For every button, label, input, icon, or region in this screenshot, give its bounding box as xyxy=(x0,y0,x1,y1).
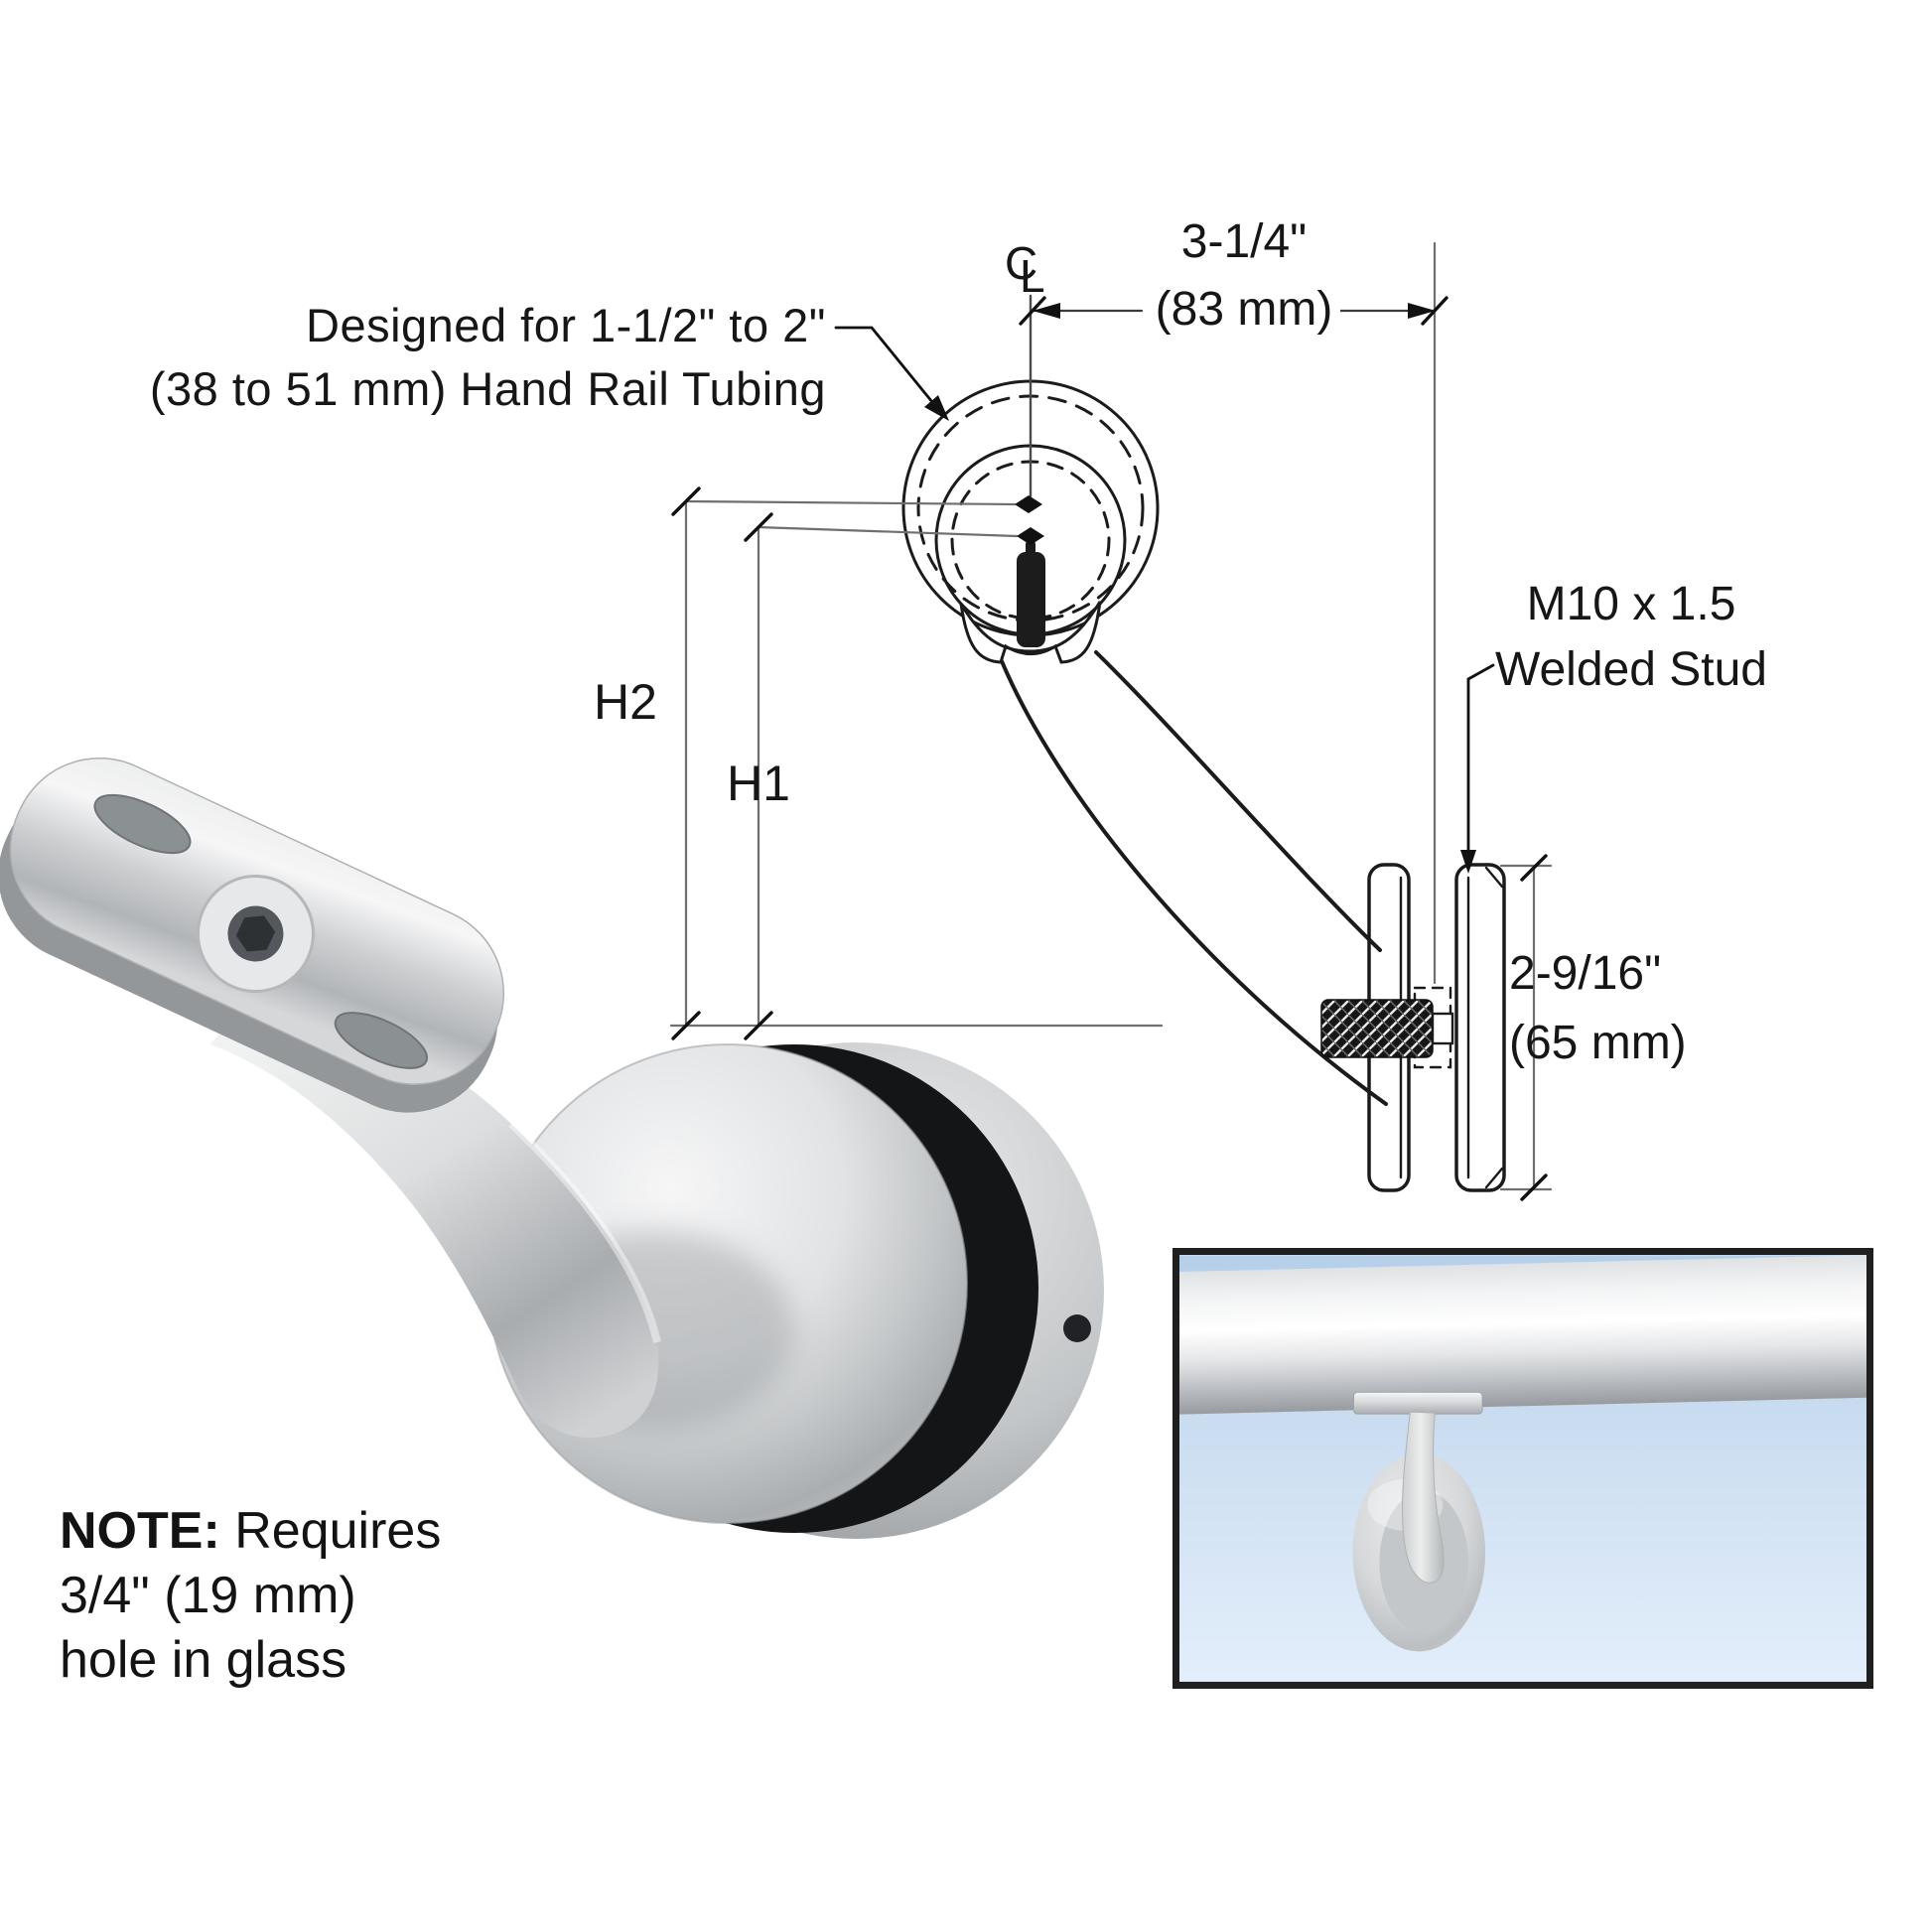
note-line2: 3/4" (19 mm) xyxy=(60,1567,356,1624)
mount-slot-1 xyxy=(93,793,192,855)
width-dimension-inches: 3-1/4" xyxy=(1180,215,1308,268)
h1-dimension-label: H1 xyxy=(727,756,790,811)
diagram-arm-top xyxy=(1094,650,1382,952)
stud-tip xyxy=(1431,1012,1454,1045)
tubing-range-line2: (38 to 51 mm) Hand Rail Tubing xyxy=(149,362,826,415)
centerline-symbol: C L xyxy=(1005,237,1045,302)
threaded-stud xyxy=(1320,999,1434,1058)
saddle-bar xyxy=(1352,1391,1483,1415)
note-line3: hole in glass xyxy=(60,1631,347,1689)
bracket-stem xyxy=(1402,1411,1445,1584)
product-photo xyxy=(0,758,1104,1539)
handrail-tube xyxy=(1179,1255,1866,1415)
inset-photo xyxy=(1179,1255,1866,1682)
tubing-range-label: Designed for 1-1/2" to 2" (38 to 51 mm) … xyxy=(139,294,826,421)
technical-diagram xyxy=(901,294,1506,1192)
mount-slot-2 xyxy=(334,1012,428,1069)
welded-stud-label: M10 x 1.5 Welded Stud xyxy=(1495,578,1767,696)
diagram-arm-bottom xyxy=(1000,659,1388,1106)
glass-hole-note: NOTE: Requires 3/4" (19 mm) hole in glas… xyxy=(60,1499,441,1693)
glass-clamp xyxy=(1320,863,1506,1192)
arrows-and-ticks xyxy=(671,296,1548,1201)
width-dimension-mm: (83 mm) xyxy=(1120,282,1368,337)
note-line1: NOTE: Requires xyxy=(60,1502,442,1560)
set-screw-dot xyxy=(1063,1314,1091,1342)
welded-stud xyxy=(1017,541,1045,647)
dimension-lines xyxy=(669,241,1553,1191)
diagram-saddle xyxy=(959,601,1102,664)
bracket-arm xyxy=(210,998,659,1439)
height-dimension-inches: 2-9/16" xyxy=(1509,947,1662,1000)
center-screw xyxy=(196,875,315,994)
height-dimension-mm: (65 mm) xyxy=(1509,1017,1687,1069)
installed-view-inset xyxy=(1173,1248,1873,1689)
saddle-plate xyxy=(9,758,505,1085)
height-dimension-label: 2-9/16" (65 mm) xyxy=(1509,939,1737,1078)
h2-dimension-label: H2 xyxy=(594,674,657,730)
tubing-range-line1: Designed for 1-1/2" to 2" xyxy=(306,299,826,351)
